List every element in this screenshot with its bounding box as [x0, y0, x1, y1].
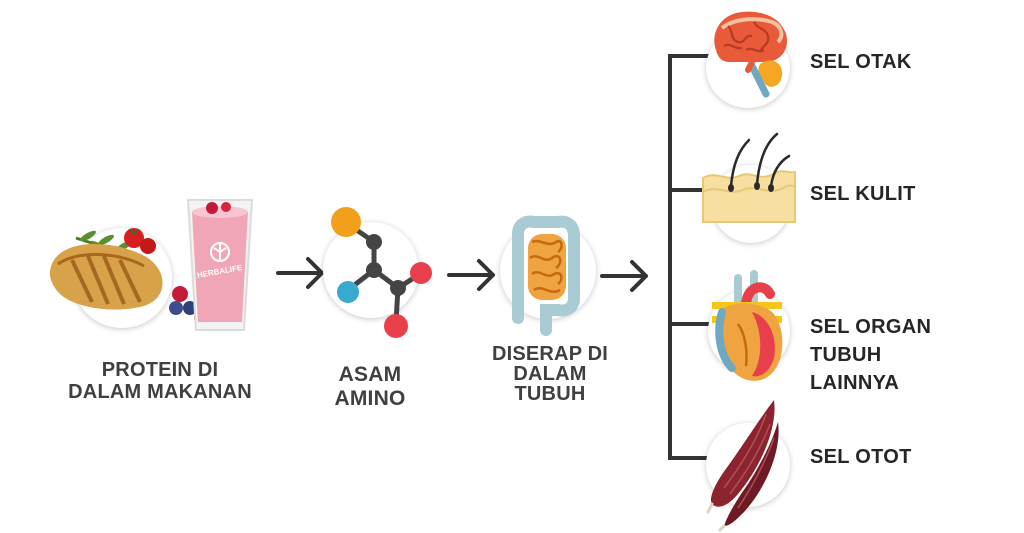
cell-label-line: TUBUH [810, 344, 882, 366]
cell-label-line: SEL OTOT [810, 446, 912, 468]
step-label-line: ASAM [338, 363, 402, 386]
step-label-line: AMINO [334, 387, 406, 410]
step-label-absorbed: DISERAP DI DALAM TUBUH [470, 344, 630, 404]
cell-label-line: LAINNYA [810, 372, 900, 394]
food-and-shake-icon: HERBALIFE [49, 199, 254, 331]
cell-label-brain: SEL OTAK [810, 49, 912, 76]
skin-icon [702, 132, 796, 223]
step-label-line: PROTEIN DI [101, 359, 219, 381]
muscle-icon [706, 400, 779, 532]
cell-label-line: SEL OTAK [810, 51, 912, 73]
arrow-right-icon [276, 257, 324, 289]
step-label-amino: ASAM AMINO [300, 363, 440, 411]
step-label-line: DISERAP DI [491, 343, 609, 365]
heart-icon [712, 270, 783, 381]
step-label-line: TUBUH [514, 383, 586, 405]
cell-label-line: SEL ORGAN [810, 316, 932, 338]
intestine-icon [512, 215, 580, 336]
cell-label-organ: SEL ORGAN TUBUH LAINNYA [810, 313, 931, 397]
step-label-line: DALAM MAKANAN [68, 381, 252, 403]
step-label-line: DALAM [513, 363, 587, 385]
brain-icon [714, 11, 788, 98]
step-label-protein: PROTEIN DI DALAM MAKANAN [30, 359, 290, 403]
cell-label-muscle: SEL OTOT [810, 444, 912, 471]
amino-acid-molecule-icon [331, 207, 432, 338]
arrow-right-icon [600, 260, 648, 292]
arrow-right-icon [447, 259, 495, 291]
cell-label-skin: SEL KULIT [810, 181, 916, 208]
cell-label-line: SEL KULIT [810, 183, 916, 205]
